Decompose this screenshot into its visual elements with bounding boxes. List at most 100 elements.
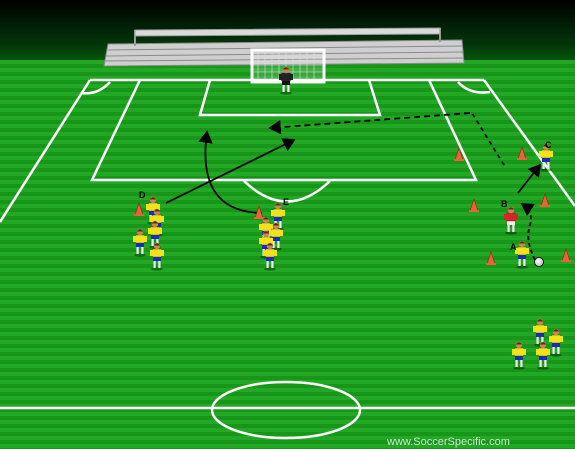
pass-arrow-d [165, 138, 296, 204]
run-arrow-c [471, 112, 505, 166]
player-reserve-part [536, 319, 544, 322]
player-a-part [515, 248, 518, 254]
cross-arrow [268, 112, 471, 135]
player-e-group [263, 242, 277, 271]
label-a: A [510, 242, 517, 252]
player-d-group-part [150, 226, 160, 236]
label-c: C [545, 140, 552, 150]
player-a-part [518, 254, 526, 259]
player-c-part [542, 144, 550, 147]
player-reserve [536, 341, 550, 370]
player-e-part [282, 210, 285, 216]
player-d-group-part [135, 234, 145, 244]
player-d-group-part [161, 250, 164, 256]
player-e-group-part [259, 224, 262, 230]
player-a-part [518, 241, 526, 244]
player-b-part [504, 214, 507, 220]
label-d: D [139, 190, 146, 200]
player-d-group-part [134, 253, 146, 257]
goalkeeper-part [290, 74, 293, 80]
cone-base [486, 263, 496, 265]
player-reserve-part [536, 336, 539, 344]
player-d-group [133, 228, 147, 257]
player-d-group-part [158, 260, 161, 268]
player-e-group-part [262, 244, 270, 249]
cones [134, 146, 571, 265]
player-c-part [547, 161, 550, 169]
player-reserve-part [537, 366, 549, 370]
player-e-part [279, 220, 282, 228]
player-e-part [271, 210, 274, 216]
player-reserve-part [557, 346, 560, 354]
player-e-group-part [271, 228, 281, 238]
player-e-group-part [272, 236, 280, 241]
player-reserve-part [552, 342, 560, 347]
player-reserve-part [535, 324, 545, 334]
player-e-group-part [280, 230, 283, 236]
player-d-group-part [156, 238, 159, 246]
player-e-group-part [271, 260, 274, 268]
player-reserve-part [513, 366, 525, 370]
player-reserve-part [560, 336, 563, 342]
player-reserve-part [552, 346, 555, 354]
run-arrow-e [198, 130, 263, 214]
player-reserve-part [515, 355, 523, 360]
goalkeeper-part [282, 80, 290, 85]
player-d-group-part [151, 221, 159, 224]
player-d-group-part [136, 246, 139, 254]
player-reserve-part [512, 349, 515, 355]
player-b-part [507, 224, 510, 232]
player-b-part [512, 224, 515, 232]
label-e: E [283, 197, 289, 207]
label-b: B [501, 199, 508, 209]
player-b-part [506, 212, 516, 222]
player-e-group-part [262, 217, 270, 220]
pass-arrow-b [517, 163, 542, 194]
player-d-group-part [161, 216, 164, 222]
player-reserve-part [536, 332, 544, 337]
player-d-group-part [153, 256, 161, 261]
movement-arrows [165, 112, 542, 261]
player-reserve-part [544, 359, 547, 367]
player-d-part [149, 197, 157, 200]
player-d-group-part [159, 228, 162, 234]
player-d-group [150, 242, 164, 271]
player-c-part [540, 168, 552, 172]
player-reserve-part [539, 355, 547, 360]
player-reserve-part [520, 359, 523, 367]
player-d-group-part [150, 216, 153, 222]
player-reserve [512, 341, 526, 370]
cone-base [134, 214, 144, 216]
player-e-group-part [262, 231, 270, 234]
player-d-group-part [141, 246, 144, 254]
player-b [504, 206, 518, 235]
player-a-part [523, 258, 526, 266]
player-e-group-part [272, 240, 275, 248]
player-d-part [149, 210, 157, 215]
player-e-group-part [272, 223, 280, 226]
player-e-part [274, 216, 282, 221]
player-reserve-part [539, 342, 547, 345]
players [133, 66, 563, 370]
player-e-group-part [265, 248, 275, 258]
player-e-group-part [270, 224, 273, 230]
player-reserve-part [549, 336, 552, 342]
player-e-part [274, 203, 282, 206]
player-e-group-part [269, 230, 272, 236]
cone-base [454, 159, 464, 161]
player-reserve-part [514, 347, 524, 357]
goalkeeper-part [281, 72, 291, 82]
player-a [515, 240, 529, 269]
player-d-group-part [151, 238, 154, 246]
player-reserve [549, 328, 563, 357]
player-e-group-part [270, 238, 273, 244]
player-reserve-part [550, 353, 562, 357]
player-reserve-part [547, 349, 550, 355]
player-c-part [541, 149, 551, 159]
credit-text: www.SoccerSpecific.com [386, 436, 510, 448]
player-b-part [505, 231, 517, 235]
goalkeeper-part [287, 84, 290, 92]
player-d-group-part [136, 229, 144, 232]
player-e-group-part [266, 243, 274, 246]
player-b-part [507, 220, 515, 225]
